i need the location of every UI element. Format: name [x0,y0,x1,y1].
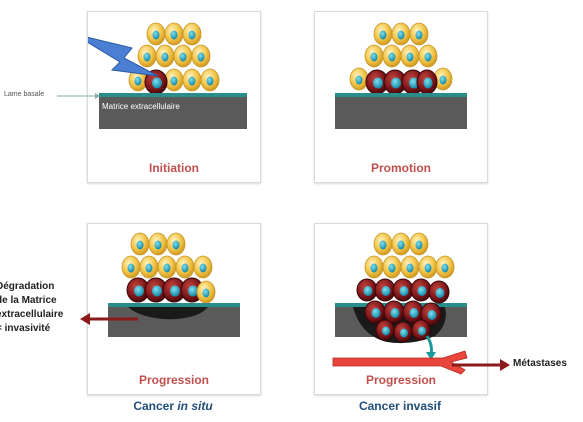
panel-progression-invasive-drawing [332,232,468,375]
caption-cancer-invasif: Cancer invasif [358,399,442,413]
tumor-cells [126,277,216,304]
stage-label-progression-invasive: Progression [365,373,437,387]
panel-progression-in-situ: Progression [87,223,261,395]
panel-progression-invasive: Progression [314,223,488,395]
extracellular-matrix [99,97,247,129]
tumor-cell [144,69,168,95]
basal-lamina [108,303,240,307]
basal-lamina [335,93,467,97]
extracellular-matrix [335,97,467,129]
lightning-bolt-icon [88,36,159,77]
basal-lamina-label: Lame basale [4,91,45,98]
degradation-line-3: extracellulaire [0,309,64,320]
normal-cells [121,232,213,279]
stage-label-initiation: Initiation [149,161,199,175]
degradation-line-4: = invasivité [0,323,51,334]
metastases-label: Métastases [513,358,567,369]
blood-vessel [332,350,468,375]
degradation-line-1: Dégradation [0,281,55,292]
degradation-line-2: de la Matrice [0,295,57,306]
degradation-arrow [80,313,138,325]
normal-cells [349,22,453,91]
metastases-arrow [452,359,510,371]
caption-in-situ-prefix: Cancer [133,399,178,413]
panel-initiation-drawing: Matrice extracellulaire [88,22,247,129]
migration-arrow [425,335,433,355]
matrix-degradation [128,307,208,320]
normal-cells [128,22,220,92]
caption-cancer-in-situ: Cancer in situ [87,399,259,413]
degradation-label: Dégradation de la Matrice extracellulair… [0,280,86,336]
matrix-label: Matrice extracellulaire [102,102,180,111]
stage-label-progression-in-situ: Progression [138,373,210,387]
basal-lamina-pointer [57,93,100,99]
normal-cells [364,232,455,279]
panel-promotion-drawing [335,22,467,129]
stage-label-promotion: Promotion [371,161,431,175]
panel-progression-in-situ-drawing [108,232,240,337]
panel-initiation: Matrice extracellulaire Initiation [87,11,261,183]
tumor-cells [365,69,438,95]
basal-lamina [99,93,247,97]
tumor-cells [356,278,450,343]
caption-in-situ-em: in situ [177,399,213,413]
panel-promotion: Promotion [314,11,488,183]
